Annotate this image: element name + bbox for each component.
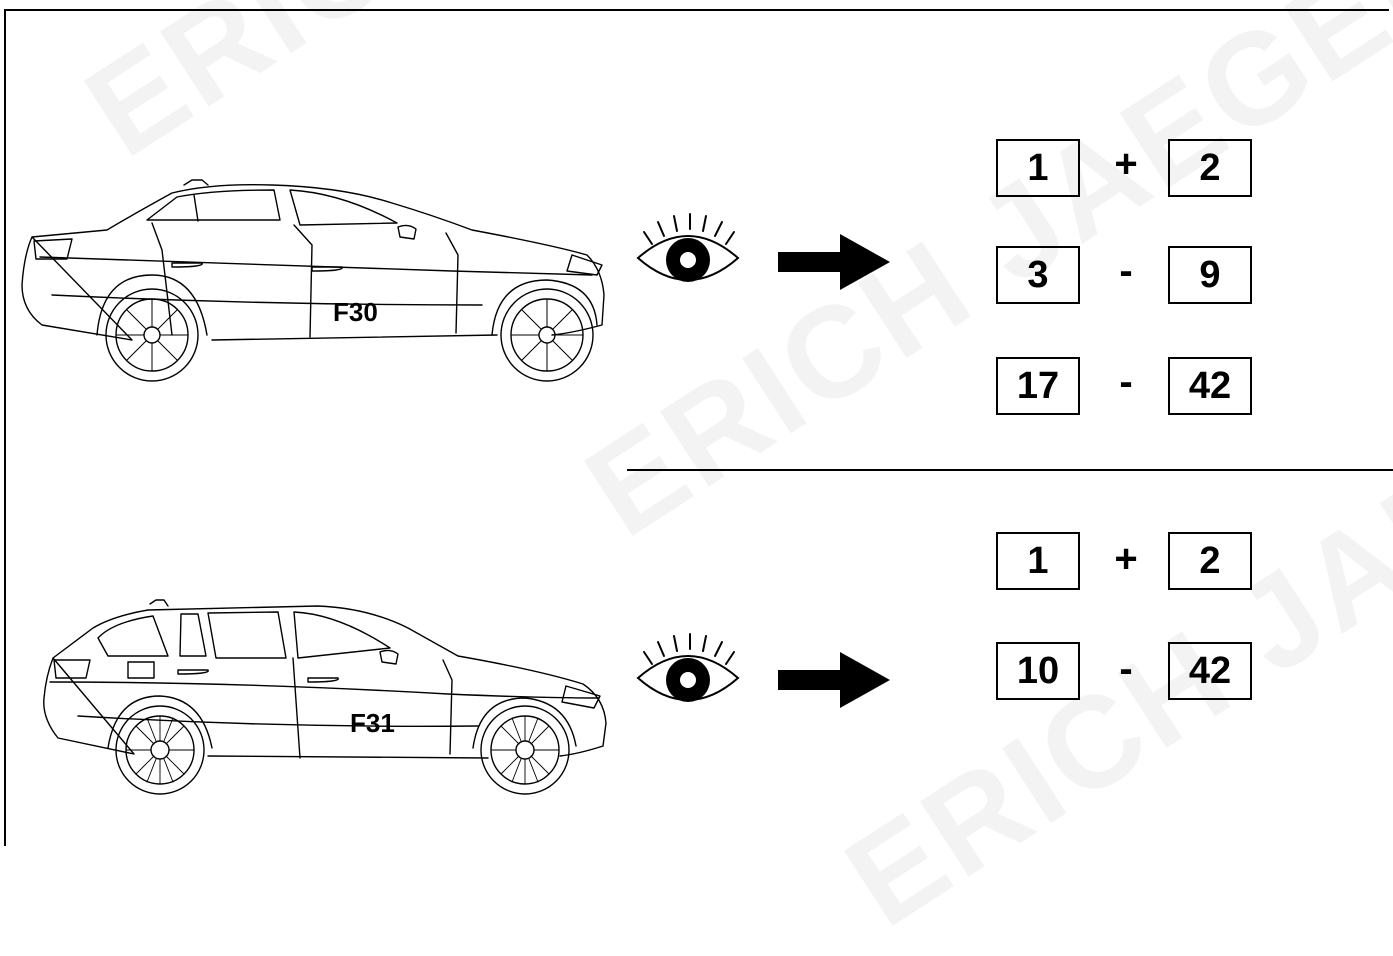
car-wagon-drawing xyxy=(43,599,607,795)
diagram-frame xyxy=(4,9,1389,846)
car-sedan-drawing xyxy=(21,179,605,382)
operator-range: - xyxy=(1119,647,1133,691)
arrow-right-icon xyxy=(778,652,890,708)
section-divider xyxy=(627,469,1393,471)
model-label-f31: F31 xyxy=(350,708,395,738)
code-box-left: 3 xyxy=(996,246,1080,304)
code-box-left: 1 xyxy=(996,532,1080,590)
arrow-right-icon xyxy=(778,234,890,290)
operator-plus: + xyxy=(1114,537,1138,581)
code-box-left: 1 xyxy=(996,139,1080,197)
code-box-left: 17 xyxy=(996,357,1080,415)
code-box-right: 2 xyxy=(1168,532,1252,590)
code-box-left: 10 xyxy=(996,642,1080,700)
operator-range: - xyxy=(1119,360,1133,404)
eye-icon xyxy=(636,213,740,282)
eye-icon xyxy=(636,633,740,702)
operator-range: - xyxy=(1119,249,1133,293)
model-label-f30: F30 xyxy=(333,297,378,327)
code-box-right: 2 xyxy=(1168,139,1252,197)
code-box-right: 42 xyxy=(1168,357,1252,415)
code-box-right: 9 xyxy=(1168,246,1252,304)
operator-plus: + xyxy=(1114,142,1138,186)
code-box-right: 42 xyxy=(1168,642,1252,700)
